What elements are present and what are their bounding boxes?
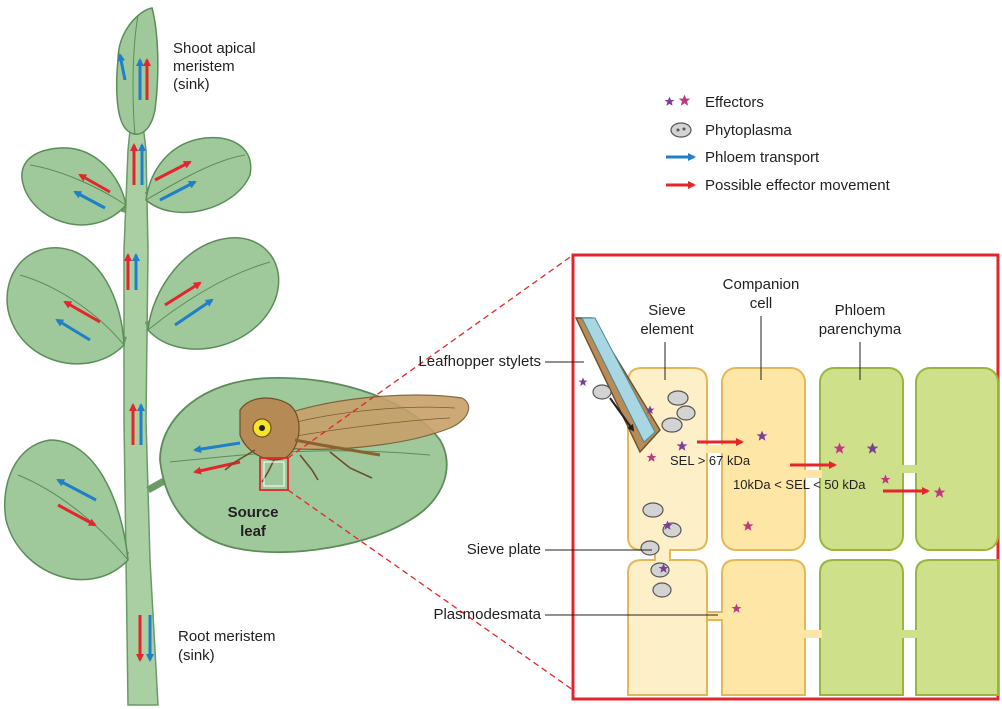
sieve-element-label-1: Sieve xyxy=(648,302,686,319)
phloem-inset: SEL > 67 kDa 10kDa < SEL < 50 kDa Sieve … xyxy=(573,255,998,699)
legend-phytoplasma: Phytoplasma xyxy=(705,122,792,139)
companion-cell-label-1: Companion xyxy=(723,276,800,293)
sel-label-2: 10kDa < SEL < 50 kDa xyxy=(733,477,866,492)
plasmodesmata-label: Plasmodesmata xyxy=(433,606,541,623)
source-leaf-label-2: leaf xyxy=(240,523,267,540)
sel-label-1: SEL > 67 kDa xyxy=(670,453,751,468)
root-label-1: Root meristem xyxy=(178,628,276,645)
legend-phloem-transport: Phloem transport xyxy=(705,149,820,166)
parenchyma-label-2: parenchyma xyxy=(819,321,902,338)
effector-star-icon xyxy=(665,97,675,106)
leaf-upper-left xyxy=(22,148,126,225)
legend: Effectors Phytoplasma Phloem transport P… xyxy=(665,94,891,194)
companion-cell-label-2: cell xyxy=(750,295,773,312)
phytoplasma-icon xyxy=(671,123,691,137)
leafhopper-stylets-label: Leafhopper stylets xyxy=(418,353,541,370)
shoot-label-2: meristem xyxy=(173,58,235,75)
source-leaf-label-1: Source xyxy=(228,504,279,521)
legend-effector-movement: Possible effector movement xyxy=(705,177,891,194)
leaf-mid-left xyxy=(7,248,124,364)
parenchyma-cells xyxy=(803,368,998,695)
leaf-mid-right xyxy=(148,238,279,349)
legend-effectors: Effectors xyxy=(705,94,764,111)
effector-star-icon-2 xyxy=(679,95,691,106)
root-label-2: (sink) xyxy=(178,647,215,664)
shoot-label-3: (sink) xyxy=(173,76,210,93)
shoot-label-1: Shoot apical xyxy=(173,40,256,57)
sieve-element-label-2: element xyxy=(640,321,694,338)
sieve-plate-label: Sieve plate xyxy=(467,541,541,558)
plant xyxy=(5,8,469,705)
parenchyma-label-1: Phloem xyxy=(835,302,886,319)
